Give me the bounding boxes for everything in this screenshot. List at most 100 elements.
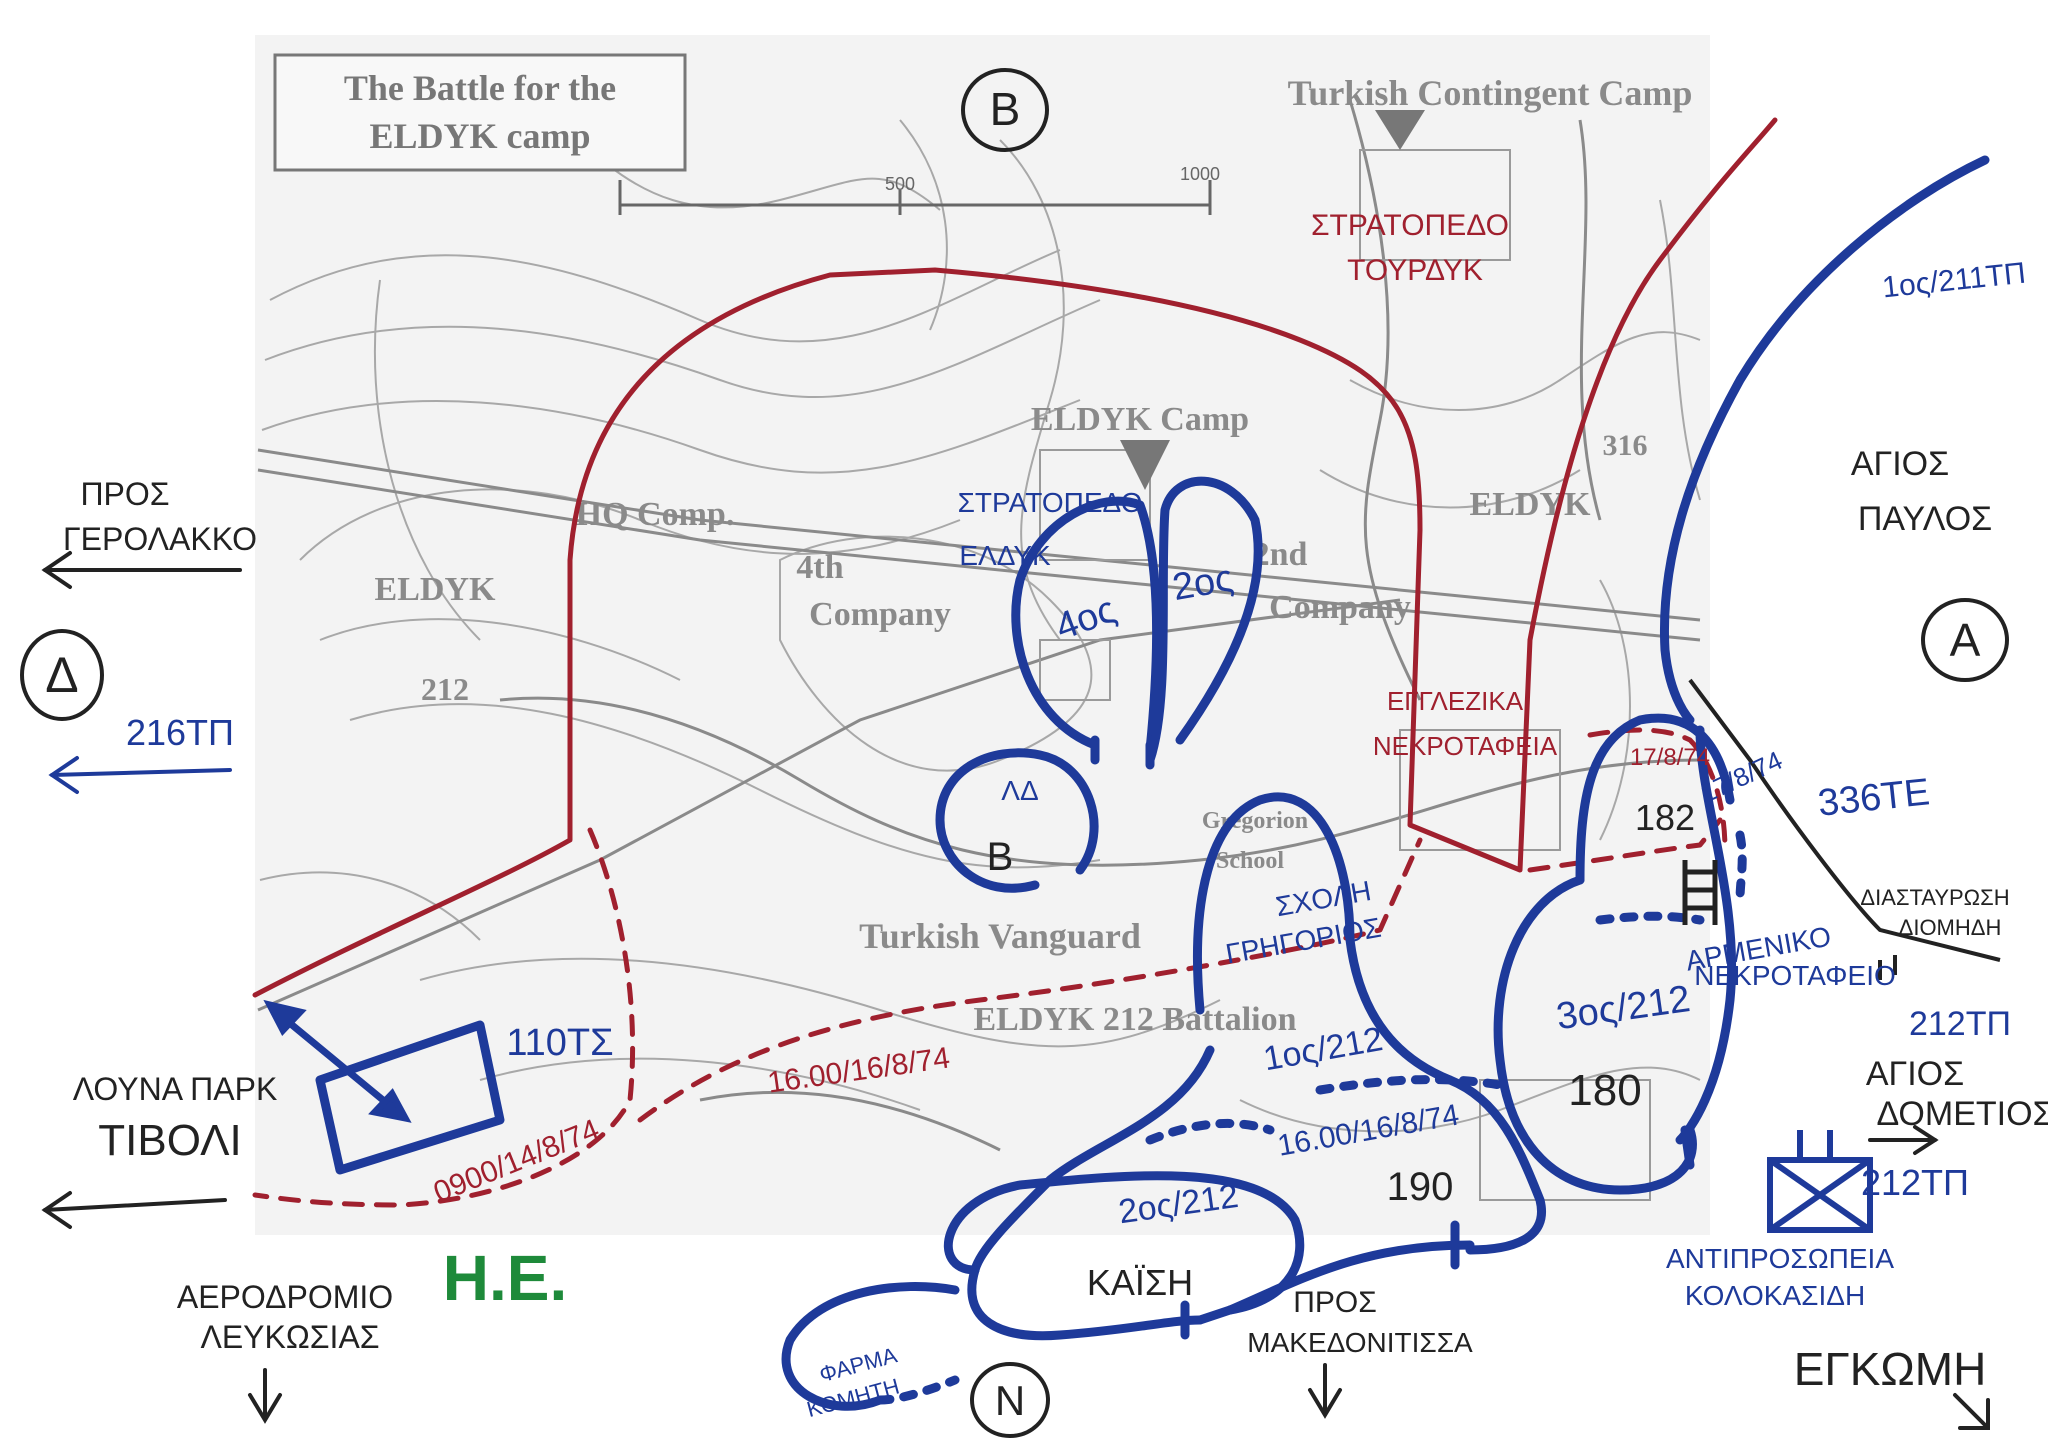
eldyk-camp-marker	[1120, 440, 1170, 490]
unit-1os-211tp: 1ος/211ΤΠ	[1881, 257, 2028, 305]
label-eldyk-316: 316	[1603, 429, 1648, 462]
luna-park-line2: ΤΙΒΟΛΙ	[98, 1116, 242, 1165]
blue-dashed-lines	[875, 830, 1747, 1405]
circled-letters	[20, 68, 2009, 1438]
aerodromio-line2: ΛΕΥΚΩΣΙΑΣ	[200, 1319, 379, 1355]
circle-b-label: B	[990, 83, 1021, 135]
turkish-camp-marker	[1375, 110, 1425, 150]
blue-3os-212-loop	[1675, 725, 1737, 1145]
arrow-left-tivoli-icon	[41, 1191, 227, 1229]
antiprosopeia-line1: ΑΝΤΙΠΡΟΣΩΠΕΙΑ	[1666, 1243, 1894, 1274]
map-title-line1: The Battle for the	[344, 68, 616, 108]
label-hq-comp: HQ Comp.	[576, 496, 735, 533]
scale-500-label: 500	[885, 174, 915, 194]
printed-base-map: 500 1000 The Battle for the ELDYK camp T…	[255, 35, 1710, 1235]
diastavrosi-line1: ΔΙΑΣΤΑΥΡΩΣΗ	[1860, 885, 2009, 910]
circle-n-label: N	[995, 1377, 1025, 1424]
blue-1os-211tp-line	[1659, 155, 1990, 725]
pros-gerolakko-line2: ΓΕΡΟΛΑΚΚΟ	[63, 521, 257, 557]
farmakomiti-line2: ΚΟΜΗΤΗ	[804, 1373, 902, 1422]
map-title-box: The Battle for the ELDYK camp	[273, 53, 687, 172]
ld-b-label: Β	[987, 835, 1014, 879]
arrow-down-aerodromio-icon	[248, 1368, 282, 1424]
blue-farmakomiti-loop	[781, 1282, 960, 1411]
label-2nd-company: Company	[1269, 589, 1411, 626]
blue-2os-loop	[1145, 476, 1263, 765]
arrow-right-212tp-icon	[1868, 1125, 1939, 1155]
blue-outer-arc	[967, 1265, 1205, 1341]
blue-unit-positions	[315, 155, 1990, 1411]
direction-arrows	[41, 551, 1990, 1430]
unit-212tp-a: 212ΤΠ	[1909, 1005, 2011, 1043]
kaisi-label: ΚΑΪΣΗ	[1087, 1262, 1193, 1303]
diastavrosi-line2: ΔΙΟΜΗΔΗ	[1899, 915, 2002, 940]
red-outer-line	[252, 117, 1778, 998]
unit-110ts: 110ΤΣ	[506, 1022, 613, 1064]
arrow-left-gerolakko-icon	[41, 551, 242, 589]
antiprosopeia-line2: ΚΟΛΟΚΑΣΙΔΗ	[1685, 1280, 1865, 1311]
label-gregorion: Gregorion	[1202, 808, 1308, 834]
pros-makedonitissa-line1: ΠΡΟΣ	[1293, 1286, 1377, 1319]
blue-110ts-box	[315, 1020, 505, 1175]
label-turkish-vanguard: Turkish Vanguard	[859, 916, 1141, 956]
blue-kaisi-loop	[943, 1171, 1305, 1325]
camp-buildings	[1039, 149, 1651, 1201]
red-dashed-front-3	[1527, 817, 1723, 873]
blue-ld-b-loop	[935, 748, 1099, 893]
stratopedo-eldyk-line2: ΕΛΔΥΚ	[959, 540, 1051, 571]
he-label: Η.Ε.	[443, 1242, 567, 1314]
agios-dometios-line2: ΔΟΜΕΤΙΟΣ	[1876, 1095, 2048, 1133]
110ts-arrow-icon	[263, 999, 412, 1123]
date-17-8-74-red: 17/8/74	[1630, 744, 1710, 771]
blue-4os-loop	[1011, 496, 1162, 755]
hill-180: 180	[1568, 1066, 1641, 1115]
printed-labels: Turkish Contingent Camp ELDYK Camp HQ Co…	[375, 73, 1693, 1038]
map-background	[255, 35, 1710, 1235]
black-annotations: ΑΓΙΟΣ ΠΑΥΛΟΣ ΠΡΟΣ ΓΕΡΟΛΑΚΚΟ 182 Β ΔΙΑΣΤΑ…	[63, 445, 2048, 1395]
blue-2os-212-loop	[970, 1045, 1215, 1275]
label-turkish-contingent-camp: Turkish Contingent Camp	[1288, 73, 1693, 113]
unit-212tp-c: 212ΤΠ	[1861, 1162, 1969, 1203]
red-dashed-front-2	[637, 837, 1423, 1123]
label-4th: 4th	[796, 549, 843, 586]
blue-1os-212-loop	[1193, 792, 1546, 1255]
red-front-lines	[252, 117, 1778, 1208]
scale-1000-label: 1000	[1180, 164, 1220, 184]
unit-216tp: 216ΤΠ	[126, 712, 234, 753]
roads	[257, 99, 1701, 1152]
blue-kaisi-base	[1225, 1240, 1475, 1315]
fence-icon	[1682, 860, 1718, 925]
label-school: School	[1216, 848, 1284, 874]
blue-180-loop	[1493, 875, 1697, 1195]
agios-pavlos-line2: ΠΑΥΛΟΣ	[1858, 500, 1992, 538]
arrow-down-makedonitissa-icon	[1308, 1363, 1342, 1419]
luna-park-line1: ΛΟΥΝΑ ΠΑΡΚ	[73, 1071, 278, 1107]
arrow-left-216tp-icon	[48, 756, 232, 794]
aerodromio-line1: ΑΕΡΟΔΡΟΜΙΟ	[177, 1279, 393, 1315]
agios-dometios-line1: ΑΓΙΟΣ	[1866, 1055, 1964, 1093]
label-eldyk-right: ELDYK	[1470, 486, 1591, 523]
pros-makedonitissa-line2: ΜΑΚΕΔΟΝΙΤΙΣΣΑ	[1247, 1327, 1473, 1358]
scale-bar: 500 1000	[618, 164, 1220, 215]
stratopedo-turdyk-line1: ΣΤΡΑΤΟΠΕΔΟ	[1311, 209, 1509, 242]
englezika-line2: ΝΕΚΡΟΤΑΦΕΙΑ	[1373, 731, 1558, 761]
label-eldyk-left: ELDYK	[375, 571, 496, 608]
egkomi-label: ΕΓΚΩΜΗ	[1794, 1343, 1987, 1395]
antiprosopeia-symbol-icon	[1767, 1130, 1873, 1233]
hill-190: 190	[1387, 1165, 1454, 1209]
ld-label: ΛΔ	[1001, 775, 1038, 806]
blue-tick-marks	[1090, 735, 1695, 1340]
unit-336te: 336ΤΕ	[1816, 771, 1932, 824]
diastavrosi-roads	[1688, 678, 2001, 980]
armeniko-line2: ΝΕΚΡΟΤΑΦΕΙΟ	[1694, 960, 1896, 991]
englezika-line1: ΕΓΓΛΕΖΙΚΑ	[1387, 686, 1524, 716]
label-4th-company: Company	[809, 596, 951, 633]
hill-182: 182	[1635, 797, 1695, 838]
label-eldyk-camp: ELDYK Camp	[1031, 401, 1249, 438]
label-eldyk-212-battalion: ELDYK 212 Battalion	[973, 1001, 1296, 1038]
circle-a-label: A	[1950, 614, 1981, 666]
map-title-line2: ELDYK camp	[369, 116, 590, 156]
pros-gerolakko-line1: ΠΡΟΣ	[80, 476, 169, 512]
